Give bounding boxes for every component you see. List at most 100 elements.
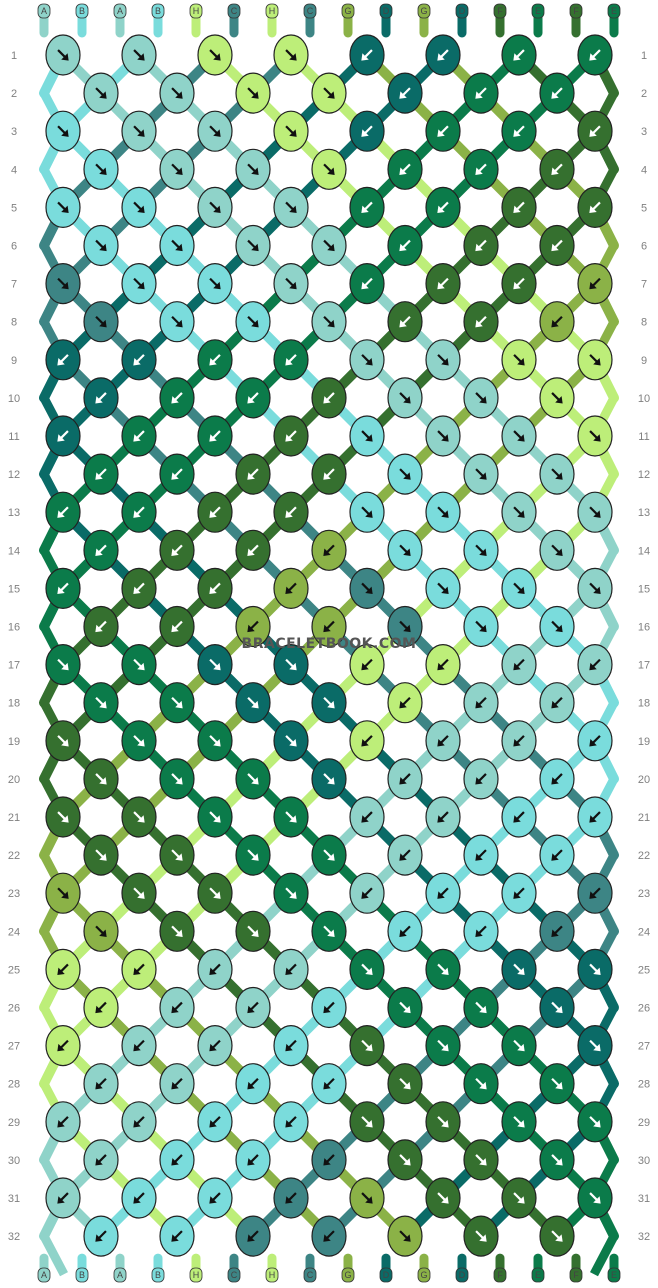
knot bbox=[539, 758, 575, 800]
knot bbox=[577, 339, 613, 381]
row-number-left: 13 bbox=[8, 507, 20, 519]
knot bbox=[197, 34, 233, 76]
knot bbox=[387, 148, 423, 190]
arrow-down-left-icon bbox=[323, 468, 335, 480]
strand-tag bbox=[569, 3, 583, 19]
arrow-down-right-icon bbox=[171, 773, 183, 785]
knot bbox=[197, 1024, 233, 1067]
knot bbox=[463, 682, 499, 724]
arrow-down-right-icon bbox=[399, 1001, 411, 1014]
knot bbox=[121, 339, 157, 381]
arrow-down-left-icon bbox=[247, 1077, 259, 1090]
arrow-down-left-icon bbox=[247, 1001, 259, 1014]
arrow-down-left-icon bbox=[209, 963, 221, 976]
knot bbox=[425, 872, 461, 914]
knot bbox=[539, 682, 575, 724]
arrow-down-left-icon bbox=[57, 354, 69, 366]
knot bbox=[121, 34, 157, 76]
arrow-down-right-icon bbox=[247, 163, 259, 175]
row-number-left: 16 bbox=[8, 622, 20, 634]
knot bbox=[425, 1024, 461, 1067]
row-number-right: 10 bbox=[638, 393, 650, 405]
strand-label-top: G bbox=[420, 6, 427, 16]
knot bbox=[273, 339, 309, 381]
knot bbox=[197, 720, 233, 762]
strand-label-bottom: D bbox=[383, 1270, 390, 1280]
strand-tag bbox=[417, 3, 431, 19]
knot bbox=[349, 948, 385, 991]
knot bbox=[463, 224, 499, 267]
knot bbox=[539, 834, 575, 876]
row-number-left: 18 bbox=[8, 698, 20, 710]
strand-label-top: C bbox=[231, 6, 238, 16]
arrow-down-right-icon bbox=[95, 773, 107, 785]
knot bbox=[311, 453, 347, 495]
strand-label-bottom: H bbox=[193, 1270, 200, 1280]
knot bbox=[577, 1177, 613, 1219]
row-number-left: 23 bbox=[8, 888, 20, 900]
arrow-down-left-icon bbox=[513, 811, 525, 823]
arrow-down-right-icon bbox=[361, 430, 373, 442]
row-number-right: 14 bbox=[638, 545, 650, 557]
arrow-down-left-icon bbox=[247, 1154, 259, 1166]
arrow-down-right-icon bbox=[399, 392, 411, 404]
knot bbox=[273, 948, 309, 991]
knot bbox=[159, 605, 195, 648]
arrow-down-right-icon bbox=[551, 1001, 563, 1014]
row-number-right: 12 bbox=[638, 469, 650, 481]
knot bbox=[349, 1101, 385, 1143]
arrow-down-right-icon bbox=[551, 1077, 563, 1090]
row-number-left: 22 bbox=[8, 850, 20, 862]
arrow-down-right-icon bbox=[589, 1116, 601, 1128]
knot bbox=[159, 910, 195, 952]
arrow-down-right-icon bbox=[437, 1039, 449, 1052]
arrow-down-right-icon bbox=[361, 506, 373, 518]
knot bbox=[463, 1063, 499, 1105]
knot bbox=[83, 986, 119, 1029]
arrow-down-right-icon bbox=[95, 315, 107, 328]
knot bbox=[45, 110, 81, 152]
row-number-left: 27 bbox=[8, 1041, 20, 1053]
knot bbox=[501, 186, 537, 228]
knot bbox=[349, 1024, 385, 1067]
strand-label-bottom: E bbox=[611, 1270, 617, 1280]
knot bbox=[159, 986, 195, 1029]
arrow-down-right-icon bbox=[475, 1001, 487, 1014]
knot bbox=[425, 110, 461, 152]
knot bbox=[501, 872, 537, 914]
knot bbox=[577, 567, 613, 610]
arrow-down-left-icon bbox=[247, 620, 259, 633]
arrow-down-right-icon bbox=[95, 87, 107, 99]
row-number-left: 10 bbox=[8, 393, 20, 405]
knot bbox=[349, 720, 385, 762]
arrow-down-right-icon bbox=[551, 544, 563, 556]
knot bbox=[463, 986, 499, 1029]
arrow-down-right-icon bbox=[589, 1192, 601, 1204]
arrow-down-left-icon bbox=[133, 1039, 145, 1052]
arrow-down-left-icon bbox=[209, 354, 221, 366]
knot bbox=[577, 1024, 613, 1067]
row-number-right: 1 bbox=[641, 50, 647, 62]
arrow-down-left-icon bbox=[95, 1001, 107, 1014]
arrow-down-right-icon bbox=[133, 887, 145, 899]
arrow-down-left-icon bbox=[551, 849, 563, 861]
strand-tag bbox=[265, 3, 279, 19]
arrow-down-left-icon bbox=[247, 392, 259, 404]
row-number-left: 7 bbox=[11, 279, 17, 291]
knot bbox=[235, 224, 271, 267]
arrow-down-left-icon bbox=[171, 1001, 183, 1014]
arrow-down-right-icon bbox=[323, 925, 335, 937]
strand-tag bbox=[151, 1267, 165, 1283]
knot bbox=[197, 948, 233, 991]
strand-label-bottom: B bbox=[155, 1270, 161, 1280]
knot bbox=[45, 567, 81, 610]
arrow-down-left-icon bbox=[551, 925, 563, 937]
arrow-down-left-icon bbox=[133, 582, 145, 595]
strand-tag bbox=[417, 1267, 431, 1283]
arrow-down-left-icon bbox=[551, 87, 563, 99]
knot bbox=[577, 415, 613, 457]
row-number-left: 17 bbox=[8, 660, 20, 672]
strand-tag bbox=[151, 3, 165, 19]
arrow-down-right-icon bbox=[57, 658, 69, 671]
knot bbox=[311, 834, 347, 876]
